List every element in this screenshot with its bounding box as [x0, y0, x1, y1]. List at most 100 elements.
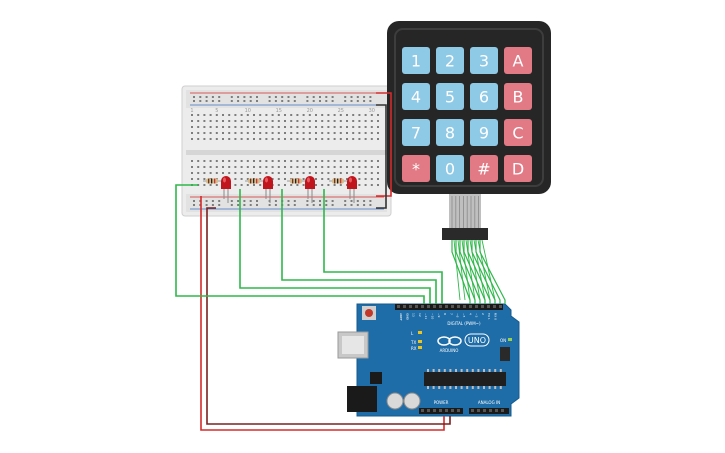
wire-keypad-8[interactable]	[479, 240, 506, 304]
wire-led-3[interactable]	[281, 189, 437, 304]
header-pin	[463, 305, 466, 308]
bb-hole	[284, 166, 286, 168]
bb-hole	[327, 166, 330, 168]
bb-hole	[327, 132, 330, 134]
bb-rail-hole	[287, 96, 290, 98]
atmega-chip	[424, 372, 506, 386]
bb-hole	[327, 172, 330, 174]
keypad-key-1[interactable]: 1	[402, 47, 430, 74]
resistor-4[interactable]	[329, 178, 347, 184]
rx-led	[418, 346, 422, 349]
led-4[interactable]	[347, 176, 357, 203]
leds-and-resistors[interactable]	[203, 176, 357, 203]
keypad-key-0[interactable]: 0	[436, 155, 464, 182]
bb-hole	[377, 160, 379, 162]
bb-hole	[315, 138, 317, 140]
bb-rail-hole	[293, 204, 296, 206]
bb-rail-hole	[344, 200, 347, 202]
key-label: 9	[479, 124, 489, 143]
led-2[interactable]	[263, 176, 273, 203]
wire-keypad-cross[interactable]	[481, 239, 496, 301]
wire-rail-jumper-black[interactable]	[376, 104, 387, 209]
wire-keypad-2[interactable]	[455, 240, 476, 304]
bb-hole	[265, 160, 268, 162]
wire-led-1[interactable]	[175, 184, 425, 304]
bb-hole	[265, 138, 268, 140]
key-label: 8	[445, 124, 455, 143]
wire-keypad-7[interactable]	[475, 240, 501, 304]
keypad-key-C[interactable]: C	[504, 119, 532, 146]
bb-hole	[290, 126, 293, 128]
bb-rail-hole	[369, 96, 372, 98]
resistor-3[interactable]	[287, 178, 305, 184]
wire-led-4[interactable]	[323, 189, 443, 304]
keypad-key-hash[interactable]: #	[470, 155, 498, 182]
keypad-key-2[interactable]: 2	[436, 47, 464, 74]
keypad-key-7[interactable]: 7	[402, 119, 430, 146]
keypad-key-A[interactable]: A	[504, 47, 532, 74]
bb-rail-hole	[356, 200, 359, 202]
led-1[interactable]	[221, 176, 231, 203]
wire-gnd-black[interactable]	[206, 207, 451, 425]
wires[interactable]	[175, 92, 506, 431]
bb-hole	[284, 120, 286, 122]
resistor-1[interactable]	[203, 178, 221, 184]
wire-keypad-cross[interactable]	[457, 239, 466, 301]
pin-label: TX 1	[487, 312, 491, 320]
bb-hole	[302, 160, 305, 162]
bb-rail-hole	[363, 204, 366, 206]
keypad-key-8[interactable]: 8	[436, 119, 464, 146]
keypad-key-B[interactable]: B	[504, 83, 532, 110]
keypad-key-D[interactable]: D	[504, 155, 532, 182]
keypad-wires[interactable]	[451, 239, 506, 304]
reset-button[interactable]	[365, 309, 373, 317]
bb-hole	[290, 160, 293, 162]
header-pin	[489, 409, 492, 412]
key-label: 2	[445, 52, 455, 71]
bb-hole	[296, 114, 299, 116]
bb-hole	[290, 138, 293, 140]
key-label: 5	[445, 88, 455, 107]
bb-hole	[215, 160, 218, 162]
keypad-key-9[interactable]: 9	[470, 119, 498, 146]
wire-keypad-5[interactable]	[467, 240, 491, 304]
bb-hole	[209, 184, 212, 186]
keypad-key-5[interactable]: 5	[436, 83, 464, 110]
bb-rail-hole	[312, 100, 315, 102]
keypad-key-4[interactable]: 4	[402, 83, 430, 110]
wire-keypad-1[interactable]	[451, 240, 471, 304]
chip-pin	[443, 386, 446, 389]
led-3[interactable]	[305, 176, 315, 203]
bb-hole	[240, 120, 243, 122]
arduino-uno-board[interactable]: UNO ARDUINO DIGITAL (PWM~) POWER ANALOG …	[337, 303, 520, 417]
power-jack[interactable]	[347, 386, 377, 412]
bb-rail-hole	[268, 100, 271, 102]
wire-keypad-cross[interactable]	[461, 239, 471, 301]
bb-hole	[253, 160, 255, 162]
key-label: 1	[411, 52, 421, 71]
bb-hole	[364, 160, 367, 162]
keypad-key-star[interactable]: *	[402, 155, 430, 182]
header-pin	[421, 409, 424, 412]
on-led	[508, 338, 512, 341]
wire-keypad-3[interactable]	[459, 240, 481, 304]
bb-hole	[197, 160, 200, 162]
wire-led-2[interactable]	[239, 189, 431, 304]
wire-keypad-4[interactable]	[463, 240, 486, 304]
wire-keypad-cross[interactable]	[453, 239, 461, 301]
bb-hole	[352, 166, 355, 168]
bb-hole	[308, 114, 311, 116]
wire-rail-jumper-red[interactable]	[376, 92, 392, 197]
chip-pin	[471, 369, 474, 372]
key-cap	[470, 83, 498, 110]
bb-rail-hole	[363, 200, 366, 202]
keypad-key-6[interactable]: 6	[470, 83, 498, 110]
wire-keypad-6[interactable]	[471, 240, 496, 304]
bb-rail-hole	[268, 96, 271, 98]
keypad-key-3[interactable]: 3	[470, 47, 498, 74]
wire-5v-red[interactable]	[200, 196, 445, 431]
resistor-2[interactable]	[245, 178, 263, 184]
bb-hole	[222, 138, 224, 140]
